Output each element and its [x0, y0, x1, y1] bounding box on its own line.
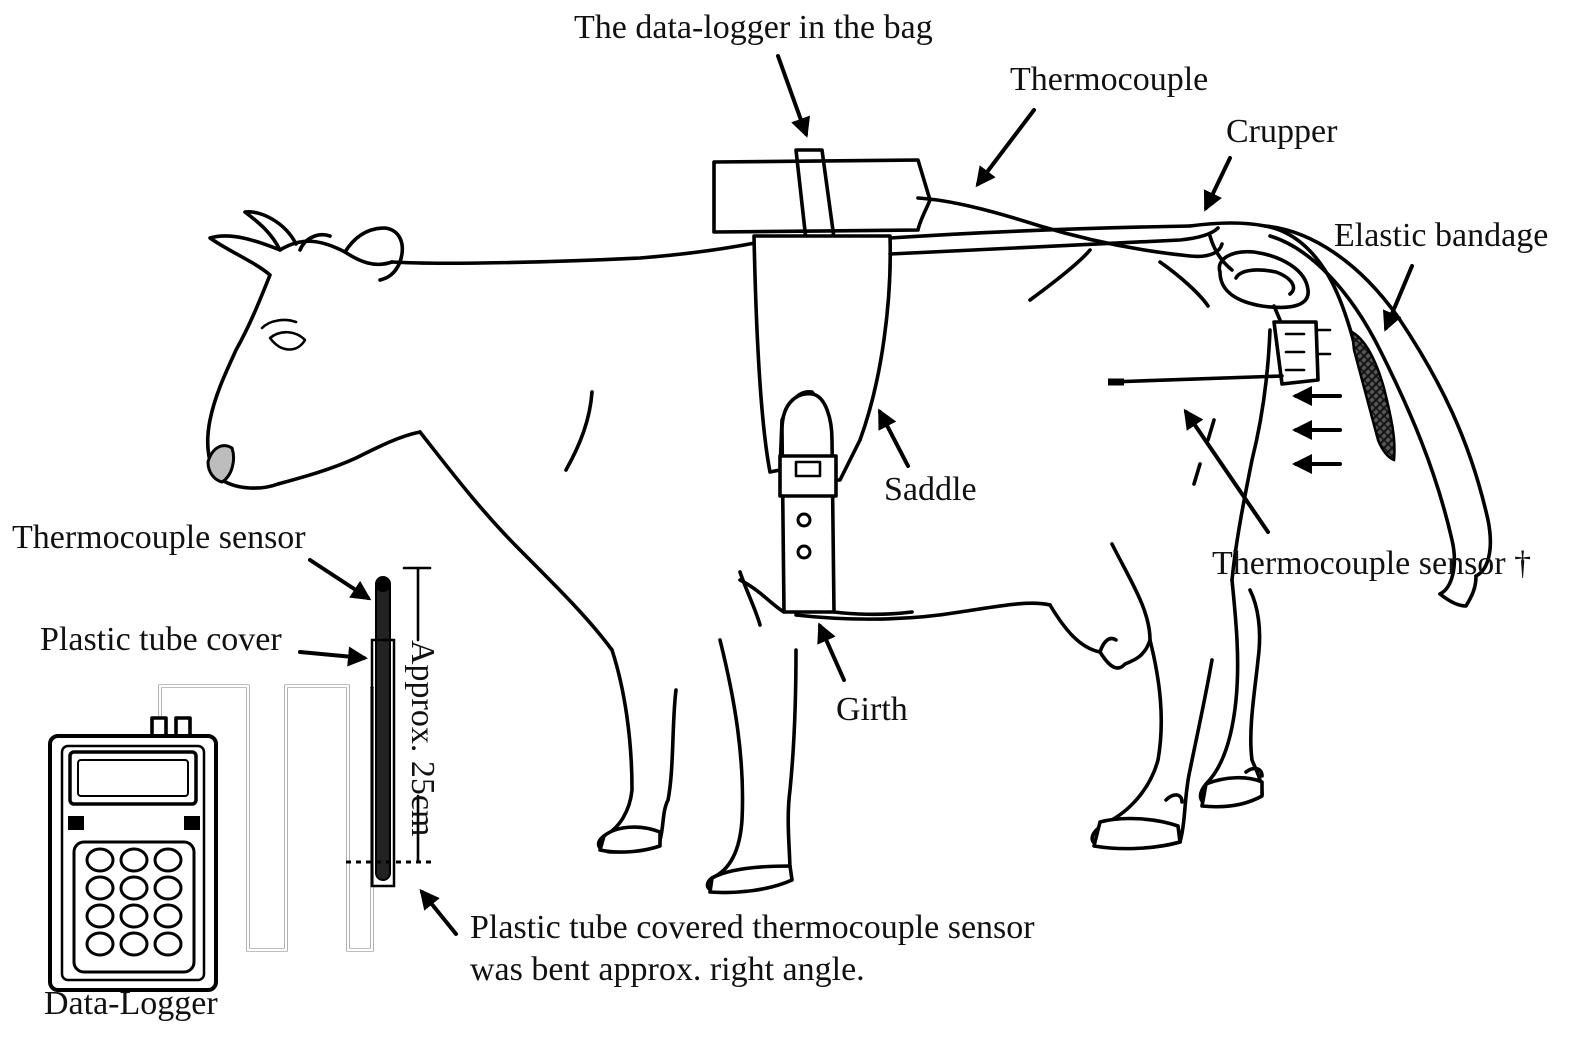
crupper-loop — [1219, 252, 1308, 308]
label-bent-note-line1: Plastic tube covered thermocouple sensor — [470, 909, 1035, 946]
cow-front-leg-near — [599, 650, 660, 852]
arrow-tube-cover — [300, 652, 364, 658]
elastic-bandage — [1352, 332, 1395, 460]
cow-front-leg-far — [707, 640, 790, 892]
girth-left-edge — [740, 580, 784, 612]
cow-jaw — [278, 432, 420, 484]
label-thermocouple-sensor-top: Thermocouple sensor — [12, 519, 306, 556]
sensor-ticks — [1318, 330, 1330, 354]
arrow-crupper — [1206, 158, 1230, 208]
logger-key — [155, 849, 181, 871]
cow-brow — [262, 320, 296, 328]
girth-underbelly — [834, 612, 912, 614]
cow-hoof-front-near — [600, 827, 660, 852]
label-bent-note-line2: was bent approx. right angle. — [470, 951, 865, 988]
crupper-loop-inner — [1236, 270, 1294, 294]
label-thermocouple: Thermocouple — [1010, 61, 1208, 98]
cow-muzzle — [208, 446, 234, 482]
logger-key — [121, 849, 147, 871]
arrow-sensor-top — [310, 560, 368, 598]
probe-tip — [375, 576, 391, 592]
logger-key — [121, 933, 147, 955]
logger-led-right — [184, 816, 200, 830]
label-saddle: Saddle — [884, 471, 977, 508]
cow-front-leg-near-back — [660, 690, 676, 840]
data-logger-device — [50, 686, 372, 990]
logger-key — [87, 933, 113, 955]
logger-key — [87, 905, 113, 927]
logger-key — [121, 905, 147, 927]
label-thermocouple-sensor-dagger: Thermocouple sensor † — [1212, 545, 1531, 582]
arrow-bag — [778, 56, 806, 134]
cow-udder — [1050, 605, 1150, 668]
label-plastic-tube-cover: Plastic tube cover — [40, 621, 282, 658]
data-logger-bag — [714, 160, 930, 232]
girth-strap — [782, 394, 834, 612]
logger-key — [87, 877, 113, 899]
cow-hind-quarter — [1232, 330, 1270, 580]
arrow-girth — [820, 626, 844, 680]
saddle-assembly — [714, 150, 930, 614]
cow-dewclaw — [1166, 795, 1182, 802]
logger-led-left — [68, 816, 84, 830]
label-elastic-bandage: Elastic bandage — [1334, 217, 1548, 254]
cow-brisket — [420, 432, 612, 650]
arrow-saddle — [880, 412, 908, 466]
cow-hind-leg-far-back — [1180, 660, 1212, 842]
cow-ear-right — [345, 228, 402, 280]
label-crupper: Crupper — [1226, 113, 1338, 150]
cow-eye — [270, 332, 305, 349]
cow-tail-inner — [1270, 236, 1454, 594]
sensor-probe — [1110, 376, 1282, 382]
label-girth: Girth — [836, 691, 908, 728]
logger-key — [155, 933, 181, 955]
cow-hoof-hind-far — [1094, 819, 1180, 849]
cow-hoof-hind-near — [1202, 778, 1262, 807]
sensor-dashes — [1286, 334, 1304, 370]
cow-hind-leg-near-back — [1250, 590, 1262, 794]
probe-rod — [376, 580, 390, 880]
cow-teat — [1100, 639, 1116, 653]
label-data-logger: Data-Logger — [44, 985, 218, 1022]
pin-bone-line — [1160, 262, 1208, 306]
logger-key — [155, 877, 181, 899]
cow-head-outline — [208, 236, 392, 488]
thermocouple-wiring — [890, 198, 1395, 484]
logger-key — [121, 877, 147, 899]
cow-front-leg-far-back — [788, 650, 796, 872]
cow-flank-line — [1112, 544, 1150, 640]
cow-shoulder — [566, 392, 592, 470]
label-data-logger-in-bag: The data-logger in the bag — [574, 9, 933, 46]
logger-key — [87, 849, 113, 871]
cow-back-line — [392, 242, 760, 263]
arrow-thermocouple — [978, 110, 1034, 184]
hip-line — [1030, 250, 1090, 300]
logger-key — [155, 905, 181, 927]
arrow-bend — [422, 892, 456, 934]
label-approx-length: Approx. 25cm — [404, 640, 441, 836]
